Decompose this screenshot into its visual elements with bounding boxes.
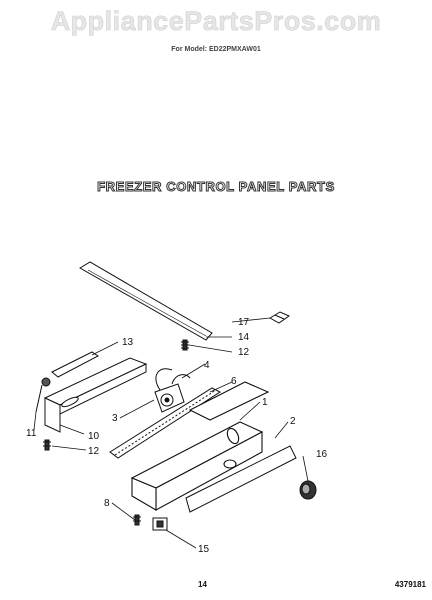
callout-4: 4 <box>204 360 210 371</box>
clip-15 <box>152 517 168 531</box>
watermark: AppliancePartsPros.com <box>50 6 382 37</box>
callout-16: 16 <box>316 449 328 460</box>
leader-lines <box>33 317 309 549</box>
model-line: For Model: ED22PMXAW01 <box>171 46 261 53</box>
callout-15: 15 <box>198 544 210 555</box>
callout-1: 1 <box>262 397 268 408</box>
top-bracket <box>79 261 213 341</box>
page-title: FREEZER CONTROL PANEL PARTS <box>97 179 335 195</box>
screw-12-lower <box>43 439 51 451</box>
screw-12-top <box>181 339 189 351</box>
callout-8: 8 <box>104 498 110 509</box>
callout-17: 17 <box>238 317 250 328</box>
control-housing-1 <box>130 381 270 511</box>
callout-14: 14 <box>238 332 250 343</box>
doc-number: 4379181 <box>394 580 426 589</box>
callout-2: 2 <box>290 416 296 427</box>
callout-10: 10 <box>88 431 100 442</box>
clip-17 <box>269 311 291 324</box>
callout-11: 11 <box>26 428 37 439</box>
callout-6: 6 <box>231 376 237 387</box>
page-number: 14 <box>198 580 207 589</box>
screw-8 <box>133 514 141 526</box>
left-bracket-assembly <box>35 351 148 433</box>
callout-12-lower: 12 <box>88 446 100 457</box>
control-thermostat <box>154 368 191 413</box>
dial-bar-6 <box>109 387 222 459</box>
knob-16 <box>299 480 317 500</box>
callout-3: 3 <box>112 413 118 424</box>
callout-13: 13 <box>122 337 134 348</box>
panel-overlay-2 <box>185 445 297 513</box>
callout-12-top: 12 <box>238 347 250 358</box>
callout-labels: 17 14 12 13 4 6 1 2 16 3 10 11 12 8 15 <box>26 317 328 555</box>
